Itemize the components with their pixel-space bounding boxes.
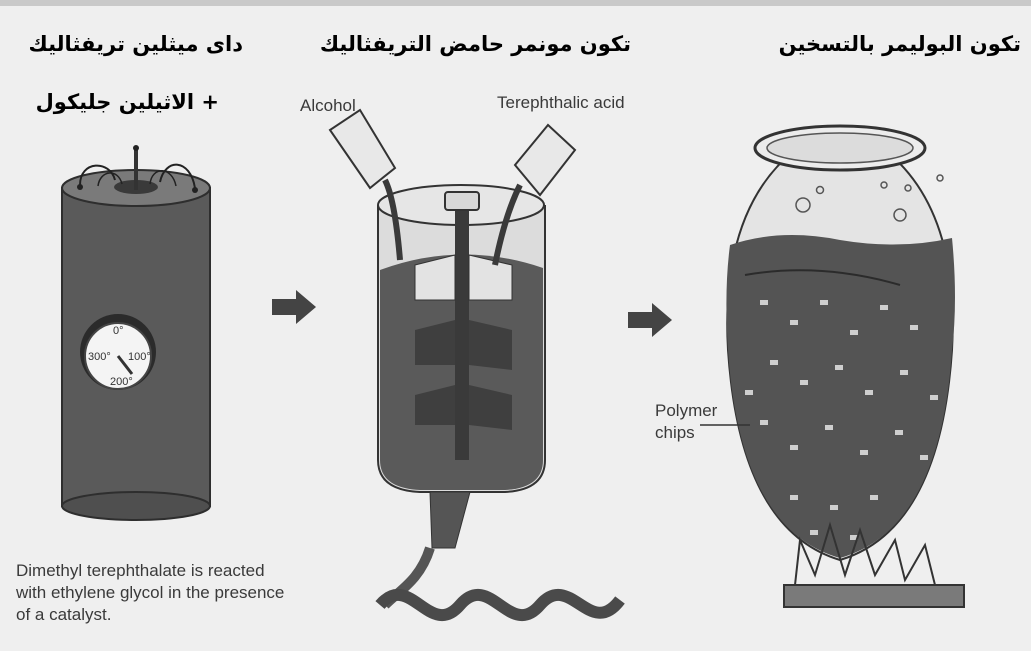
gauge-label-right: 100°	[128, 351, 151, 363]
gauge-label-top: 0°	[113, 325, 124, 337]
right-arrow-icon	[628, 303, 672, 337]
reaction-caption: Dimethyl terephthalate is reacted with e…	[16, 560, 316, 626]
caption-line1: Dimethyl terephthalate is reacted	[16, 560, 316, 582]
polymer-chips-line1: Polymer	[655, 400, 717, 422]
polymer-chips-label: Polymer chips	[655, 400, 717, 444]
gauge-label-left: 300°	[88, 351, 111, 363]
right-arrow-icon	[272, 290, 316, 324]
gauge-label-bottom: 200°	[110, 376, 133, 388]
reactor-cylinder	[62, 145, 210, 520]
polymer-chips-line2: chips	[655, 422, 717, 444]
terephthalic-acid-label: Terephthalic acid	[497, 92, 625, 114]
alcohol-label: Alcohol	[300, 95, 356, 117]
heated-flask	[700, 126, 964, 607]
caption-line2: with ethylene glycol in the presence	[16, 582, 316, 604]
caption-line3: of a catalyst.	[16, 604, 316, 626]
mixing-beaker	[330, 110, 620, 615]
